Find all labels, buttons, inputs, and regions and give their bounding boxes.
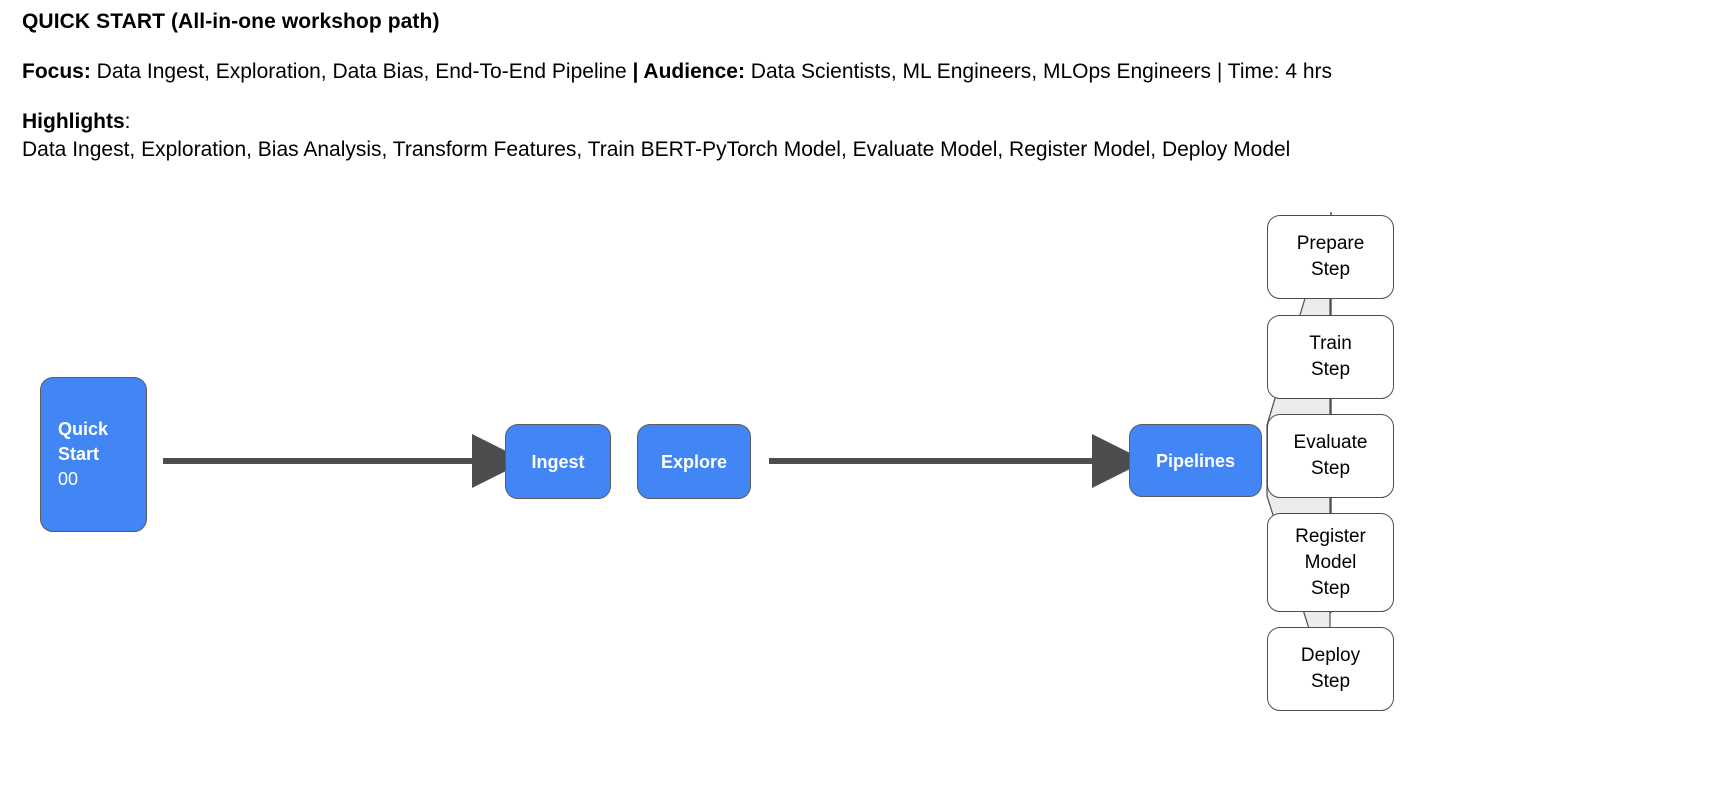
pipeline-step-4[interactable]: Register Model Step — [1267, 513, 1394, 612]
page-title: QUICK START (All-in-one workshop path) — [22, 10, 440, 33]
node-ingest-label: Ingest — [531, 451, 585, 472]
pipeline-step-label: Train Step — [1309, 333, 1352, 380]
line-separator: | — [632, 60, 644, 83]
highlights-colon: : — [124, 110, 131, 133]
node-pipelines-label: Pipelines — [1155, 450, 1236, 471]
pipeline-step-label: Register Model Step — [1295, 525, 1366, 599]
node-quick-start-title: Quick Start — [58, 419, 109, 464]
audience-label: Audience: — [643, 60, 745, 83]
node-quick-start[interactable]: Quick Start 00 — [40, 377, 147, 532]
audience-value: Data Scientists, ML Engineers, MLOps Eng… — [744, 60, 1333, 83]
focus-audience-line: Focus: Data Ingest, Exploration, Data Bi… — [22, 58, 1722, 86]
highlights-label: Highlights — [22, 110, 125, 133]
highlights-label-line: Highlights: — [22, 108, 1722, 136]
focus-value: Data Ingest, Exploration, Data Bias, End… — [90, 60, 633, 83]
focus-label: Focus: — [22, 60, 91, 83]
node-explore-label: Explore — [660, 451, 728, 472]
node-explore[interactable]: Explore — [637, 424, 751, 499]
node-ingest[interactable]: Ingest — [505, 424, 611, 499]
pipeline-step-label: Deploy Step — [1300, 645, 1361, 692]
pipeline-step-label: Prepare Step — [1296, 233, 1365, 280]
node-quick-start-subtitle: 00 — [58, 469, 79, 489]
highlights-value-line: Data Ingest, Exploration, Bias Analysis,… — [22, 138, 1291, 161]
pipeline-step-3[interactable]: Evaluate Step — [1267, 414, 1394, 498]
node-pipelines[interactable]: Pipelines — [1129, 424, 1262, 497]
pipeline-step-2[interactable]: Train Step — [1267, 315, 1394, 399]
pipeline-step-label: Evaluate Step — [1293, 432, 1368, 479]
pipeline-step-5[interactable]: Deploy Step — [1267, 627, 1394, 711]
header-text-block: QUICK START (All-in-one workshop path) F… — [22, 8, 1722, 186]
pipeline-step-1[interactable]: Prepare Step — [1267, 215, 1394, 299]
